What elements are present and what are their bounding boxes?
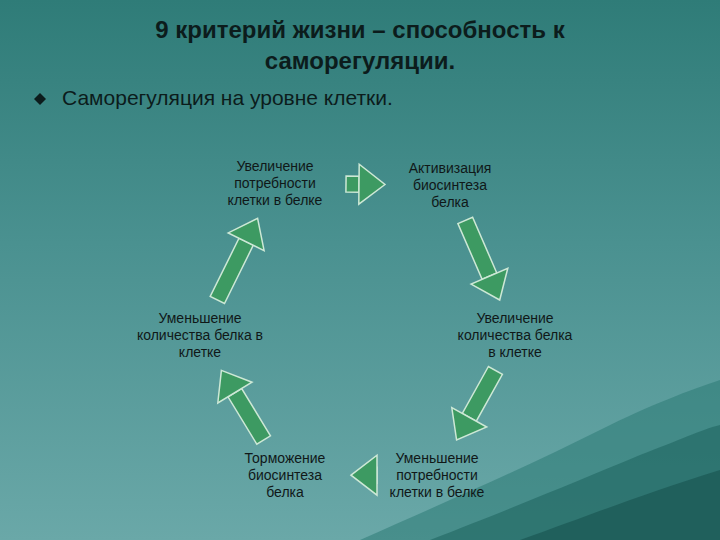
block-arrow — [452, 367, 503, 441]
cycle-step: Уменьшение количества белка в клетке — [130, 310, 270, 360]
step-text: Активизация биосинтеза белка — [395, 160, 505, 210]
cycle-step: Увеличение количества белка в клетке — [456, 310, 574, 360]
arrow-head — [471, 268, 508, 300]
bullet — [34, 93, 46, 105]
arrow-shaft — [228, 389, 271, 445]
wave — [360, 380, 720, 540]
block-arrow — [218, 370, 271, 444]
block-arrow — [346, 164, 385, 204]
bullet-text: Саморегуляция на уровне клетки. — [62, 86, 393, 110]
arrow-head — [228, 218, 264, 250]
cycle-step: Уменьшение потребности клетки в белке — [378, 450, 496, 500]
step-text: Увеличение количества белка в клетке — [456, 310, 574, 360]
cycle-step: Торможение биосинтеза белка — [229, 450, 341, 500]
step-text: Торможение биосинтеза белка — [229, 450, 341, 500]
step-text: Уменьшение потребности клетки в белке — [378, 450, 496, 500]
arrow-head — [218, 370, 252, 403]
arrow-shaft — [462, 367, 502, 422]
wave — [520, 470, 720, 540]
arrow-head — [351, 455, 377, 495]
arrow-head — [452, 408, 487, 440]
arrow-shaft — [346, 176, 359, 192]
block-arrow — [210, 218, 264, 303]
arrow-head — [359, 164, 385, 204]
arrow-shaft — [458, 217, 497, 279]
arrow-shaft — [210, 238, 253, 303]
cycle-step: Увеличение потребности клетки в белке — [214, 158, 336, 208]
step-text: Уменьшение количества белка в клетке — [130, 310, 270, 360]
cycle-step: Активизация биосинтеза белка — [395, 160, 505, 210]
block-arrow — [351, 455, 377, 495]
step-text: Увеличение потребности клетки в белке — [214, 158, 336, 208]
slide-title: 9 критерий жизни – способность к саморег… — [100, 14, 620, 76]
block-arrow — [458, 217, 508, 300]
